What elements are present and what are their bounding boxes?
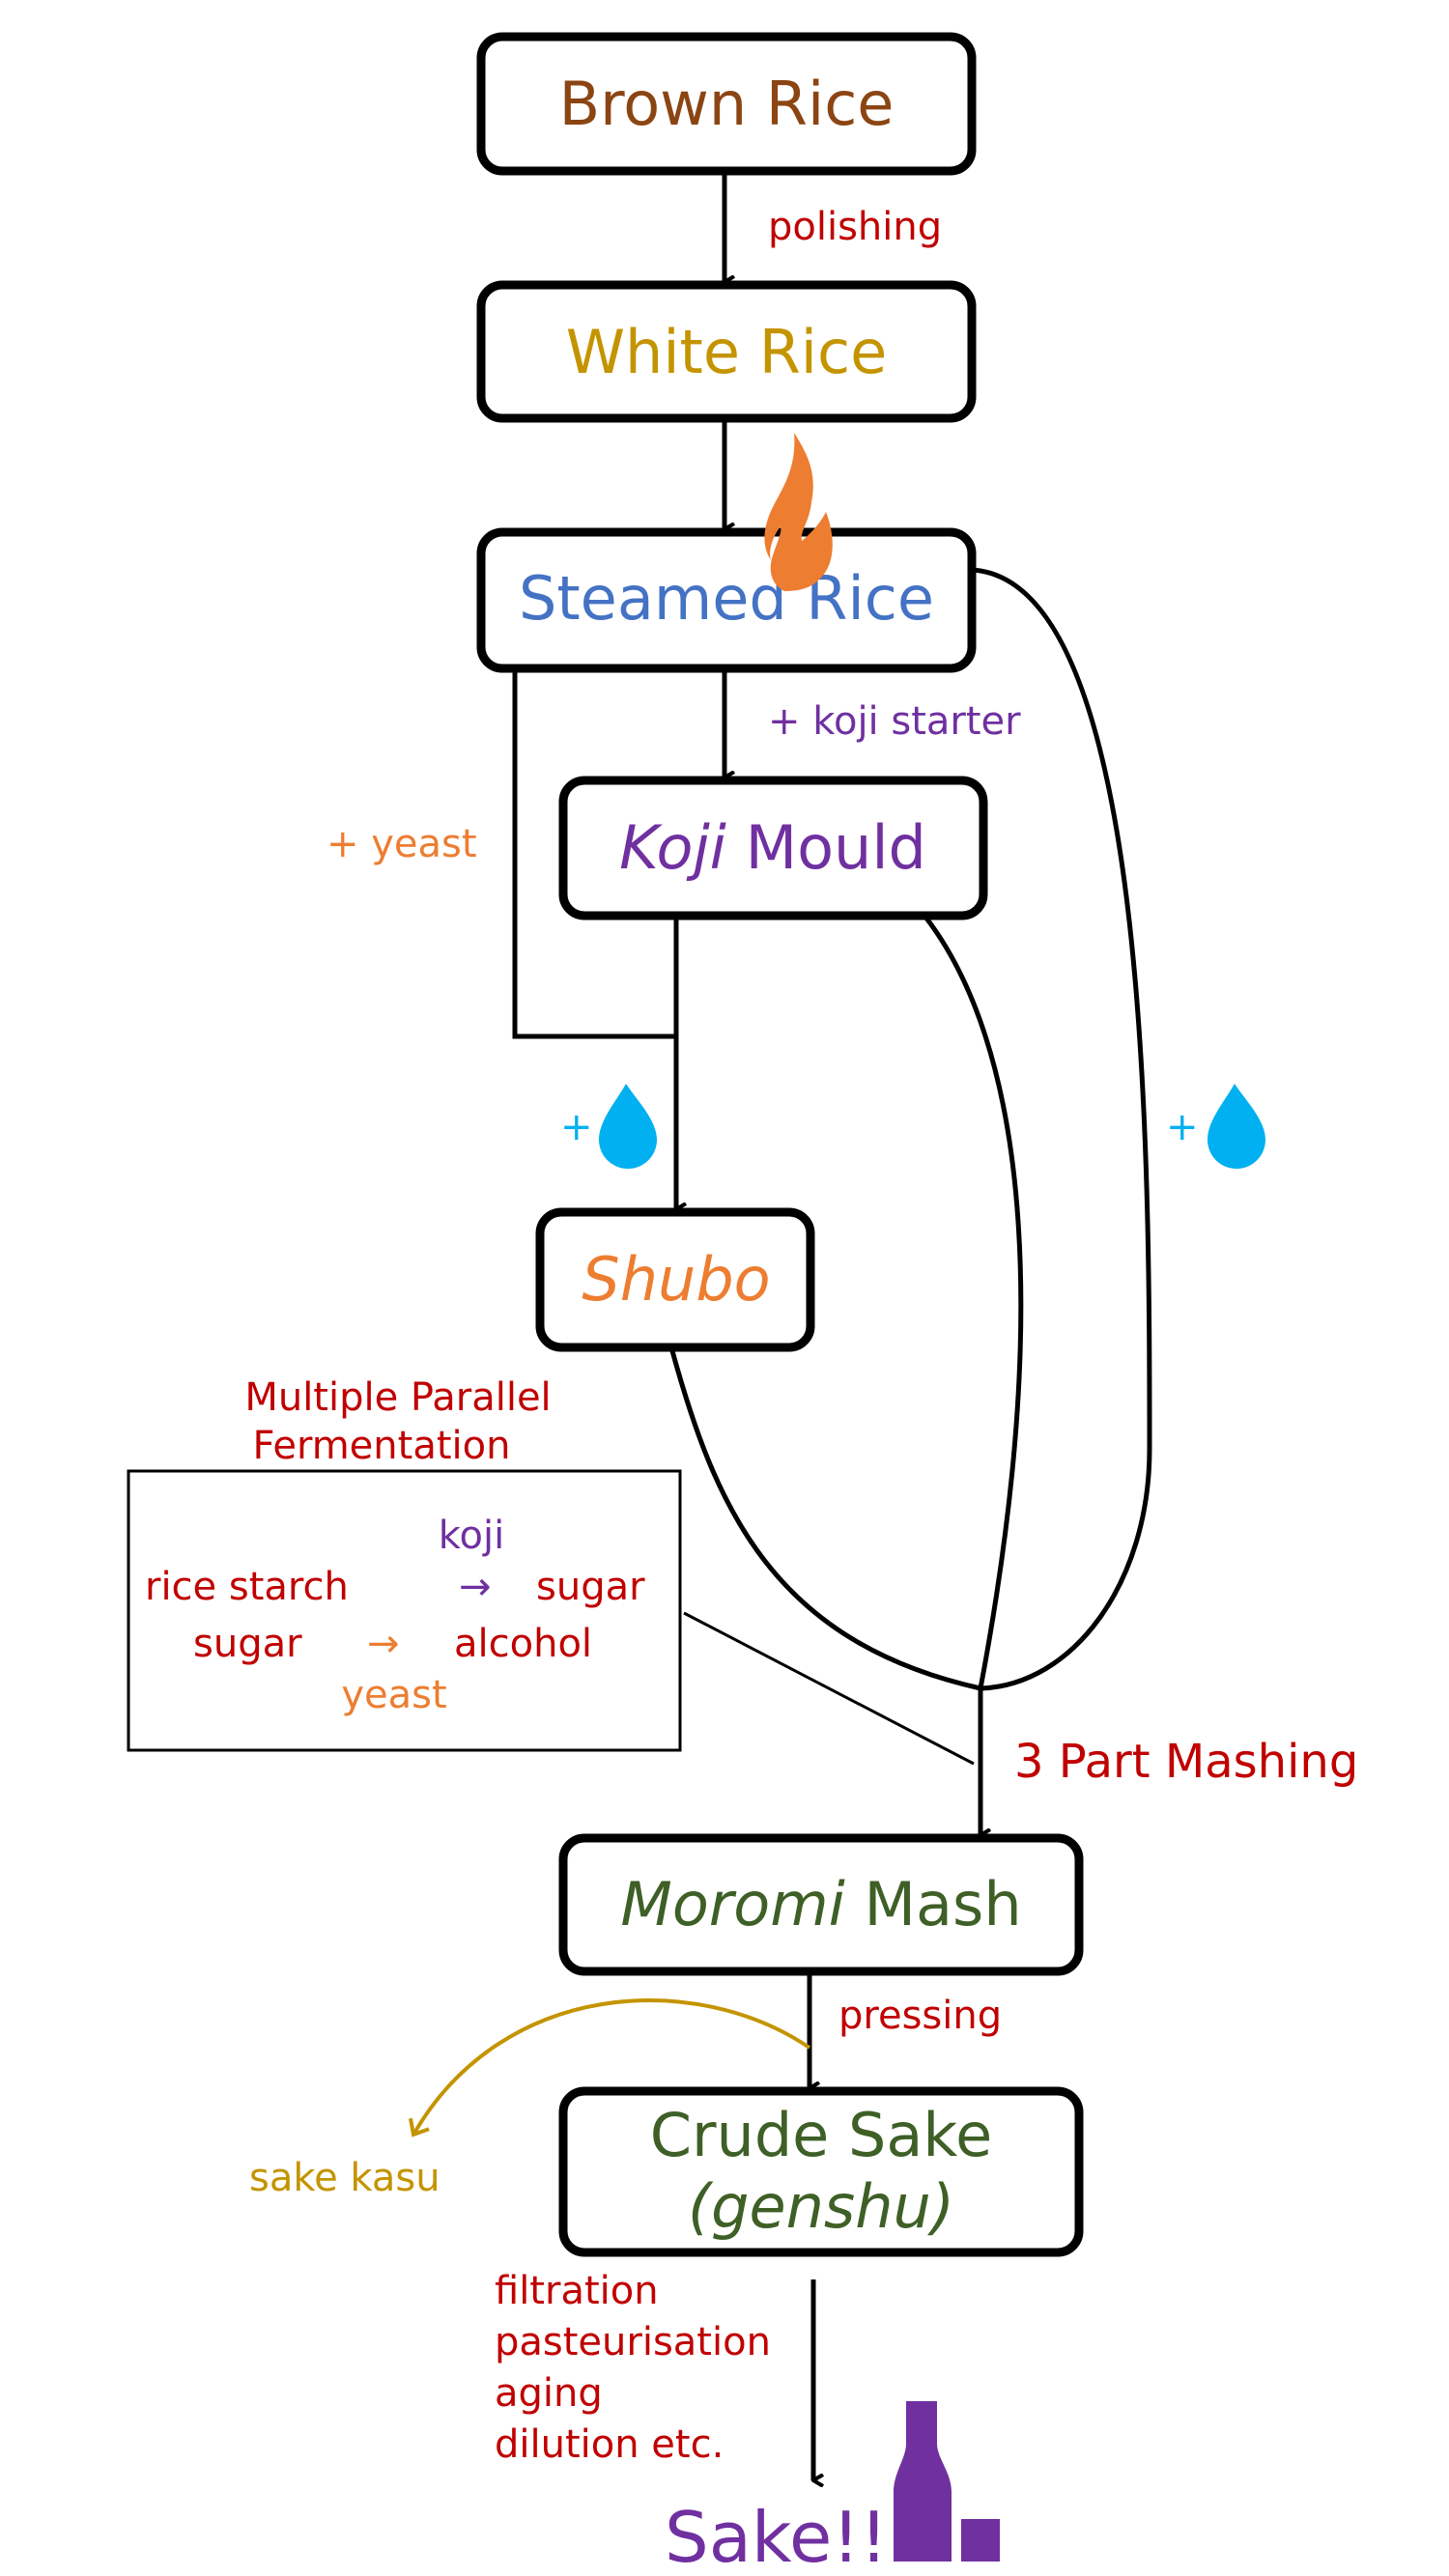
connectors [512, 171, 1152, 2480]
post-step-filtration: filtration [495, 2269, 659, 2313]
label-water-plus-right: + [1166, 1105, 1199, 1149]
mpf-arrow-koji: → [459, 1565, 492, 1609]
label-koji-starter: + koji starter [768, 699, 1021, 744]
mpf-rice-starch: rice starch [145, 1565, 349, 1609]
node-steamed-rice: Steamed Rice [476, 527, 977, 673]
final-product-sake: Sake!! [665, 2497, 888, 2576]
water-drop-icon [1208, 1084, 1265, 1169]
label-post-processing: filtration pasteurisation aging dilution… [495, 2269, 771, 2467]
node-shubo: Shubo [535, 1207, 815, 1352]
node-crude-sake-line2: (genshu) [688, 2171, 954, 2242]
label-three-part-mashing: 3 Part Mashing [1014, 1735, 1358, 1789]
mpf-yeast: yeast [341, 1673, 446, 1717]
line-steamed-yeast-path [512, 668, 676, 1039]
node-brown-rice-label: Brown Rice [559, 69, 895, 139]
label-sake-kasu: sake kasu [249, 2156, 440, 2200]
mould-text: Mould [726, 812, 926, 883]
node-white-rice: White Rice [476, 280, 977, 423]
mpf-box [127, 1469, 682, 1752]
line-mpf-to-mashing [683, 1611, 975, 1766]
node-shubo-label: Shubo [582, 1244, 770, 1315]
node-steamed-rice-label: Steamed Rice [519, 563, 934, 634]
node-koji-mould-label: Koji Mould [619, 812, 926, 883]
mash-text: Mash [845, 1869, 1022, 1939]
node-koji-mould: Koji Mould [558, 776, 988, 920]
mpf-title-line1: Multiple Parallel [244, 1375, 551, 1420]
water-drop-icon [599, 1084, 657, 1169]
mpf-koji: koji [439, 1514, 504, 1558]
node-crude-sake-line1: Crude Sake [650, 2100, 992, 2170]
curve-koji-to-mashing [923, 914, 1024, 1689]
arrow-to-sake-kasu [408, 1998, 811, 2137]
fire-icon [764, 433, 833, 591]
post-step-pasteurisation: pasteurisation [495, 2320, 771, 2364]
node-moromi-mash: Moromi Mash [558, 1833, 1084, 1976]
koji-italic-text: Koji [619, 812, 726, 883]
label-water-plus-left: + [560, 1105, 593, 1149]
node-brown-rice: Brown Rice [476, 32, 977, 176]
curve-shubo-to-mashing [668, 1346, 981, 1691]
mpf-alcohol: alcohol [454, 1622, 592, 1666]
mpf-sugar-product: sugar [536, 1565, 645, 1609]
node-crude-sake: Crude Sake (genshu) [558, 2086, 1084, 2257]
post-step-aging: aging [495, 2371, 603, 2416]
node-moromi-mash-label: Moromi Mash [620, 1869, 1021, 1939]
curve-steamed-to-mashing [971, 567, 1152, 1691]
mpf-title-line2: Fermentation [253, 1424, 511, 1468]
mpf-sugar-source: sugar [193, 1622, 302, 1666]
label-polishing: polishing [768, 205, 942, 249]
moromi-italic-text: Moromi [620, 1869, 844, 1939]
label-pressing: pressing [838, 1994, 1002, 2038]
mpf-arrow-yeast: → [367, 1622, 400, 1666]
label-yeast: + yeast [327, 822, 477, 866]
node-white-rice-label: White Rice [566, 317, 888, 387]
post-step-dilution: dilution etc. [495, 2422, 724, 2467]
sake-bottle-icon [894, 2401, 1000, 2562]
